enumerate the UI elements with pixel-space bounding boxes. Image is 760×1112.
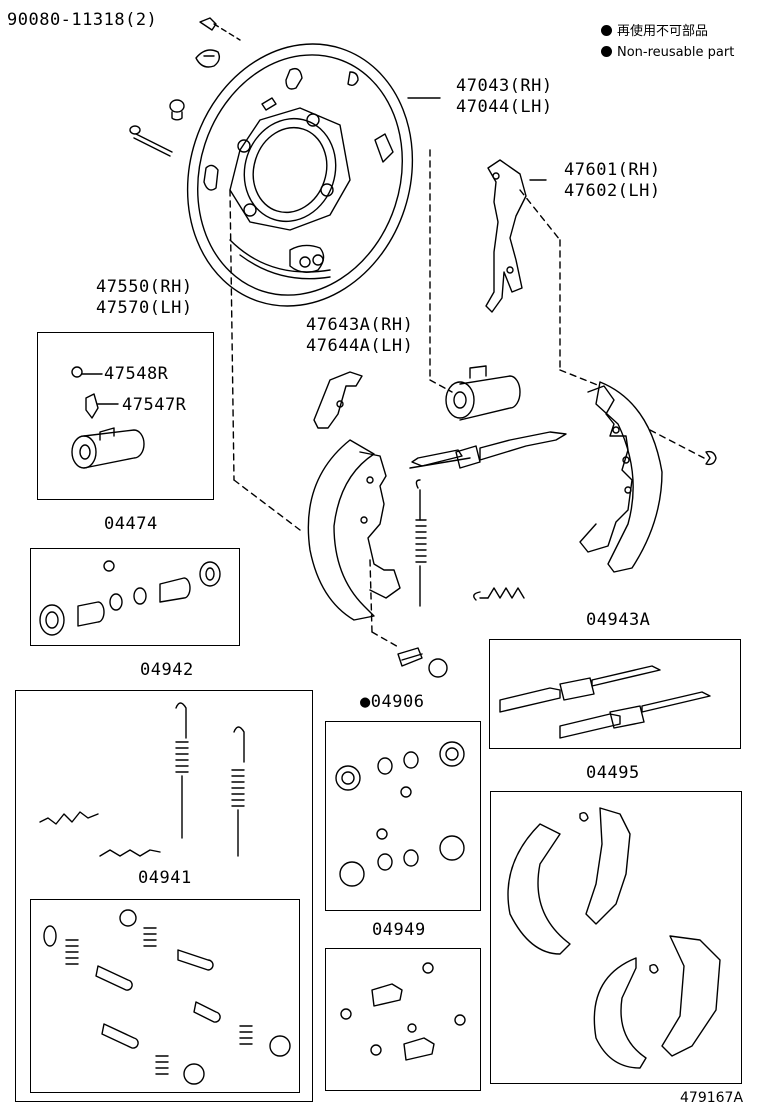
part-label-adjust-kit: 04943A — [586, 610, 651, 630]
part-label-cap: 47548R — [104, 364, 169, 384]
part-label-strut-rh: 47643A(RH) — [306, 315, 414, 335]
adjuster-part — [409, 431, 567, 469]
part-label-shoe-kit: 04495 — [586, 763, 640, 783]
bolt-part — [199, 17, 241, 41]
adjuster-kit-parts — [499, 665, 711, 739]
legend-japanese: 再使用不可部品 — [601, 24, 708, 40]
boot-kit-box — [325, 948, 481, 1091]
non-reusable-mark: ● — [360, 692, 371, 712]
part-label-cup-kit: 04474 — [104, 514, 158, 534]
wheel-cylinder — [445, 365, 521, 421]
wheel-cylinder-boxed — [71, 366, 145, 469]
part-label-cyl-rh: 47550(RH) — [96, 277, 193, 297]
grommet-part — [169, 99, 185, 121]
pin-part — [129, 125, 173, 157]
part-label-plate-rh: 47043(RH) — [456, 76, 553, 96]
part-label-strut-lh: 47644A(LH) — [306, 336, 414, 356]
backing-plate — [186, 43, 414, 307]
return-spring-horizontal — [473, 587, 525, 601]
legend-dot-icon — [601, 46, 612, 57]
repair-kit-parts — [335, 741, 465, 887]
leader-lines — [229, 149, 705, 649]
hold-spring-part — [397, 647, 448, 678]
part-label-spring-kit: 04942 — [140, 660, 194, 680]
clip-part — [705, 450, 717, 466]
shoe-kit-parts — [507, 807, 721, 1069]
wheel-cylinder-box — [37, 332, 214, 500]
spring-kit-box — [15, 690, 313, 1102]
legend-line2: Non-reusable part — [617, 45, 735, 60]
brake-shoe-left — [307, 439, 401, 621]
legend-english: Non-reusable part — [601, 45, 734, 61]
figure-id: 479167A — [680, 1090, 744, 1106]
shoe-kit-box — [490, 791, 742, 1084]
legend-dot-icon — [601, 25, 612, 36]
part-label-cyl-lh: 47570(LH) — [96, 298, 193, 318]
repair-kit-box — [325, 721, 481, 911]
legend-line1: 再使用不可部品 — [617, 24, 709, 39]
strut-part — [313, 371, 363, 429]
part-label-lever-lh: 47602(LH) — [564, 181, 661, 201]
spring-kit-parts — [39, 702, 245, 857]
plug-part — [195, 49, 221, 68]
part-label-lever-rh: 47601(RH) — [564, 160, 661, 180]
cup-kit-parts — [39, 560, 221, 636]
brake-shoe-right — [579, 381, 663, 573]
parking-lever — [485, 159, 527, 313]
cup-kit-box — [30, 548, 240, 646]
part-label-bleeder: 47547R — [122, 395, 187, 415]
return-spring-vertical — [415, 479, 427, 607]
hold-kit-parts — [43, 909, 291, 1085]
hold-kit-box — [30, 899, 300, 1093]
part-label-boot-kit: 04949 — [372, 920, 426, 940]
part-label-plate-lh: 47044(LH) — [456, 97, 553, 117]
boot-kit-parts — [340, 962, 466, 1061]
part-label-bolt: 90080-11318(2) — [7, 10, 158, 30]
part-label-repair-kit: ●04906 — [360, 692, 424, 712]
part-label-hold-kit: 04941 — [138, 868, 192, 888]
repair-kit-number: 04906 — [370, 692, 425, 712]
adjust-kit-box — [489, 639, 741, 749]
